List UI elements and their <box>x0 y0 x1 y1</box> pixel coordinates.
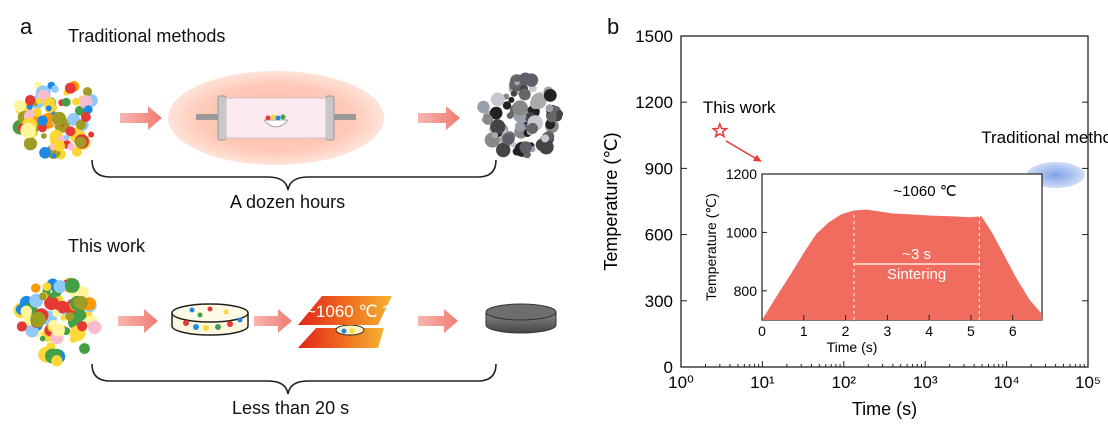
y-tick-label: 300 <box>645 292 673 311</box>
joule-heating-plates-icon <box>298 296 392 348</box>
x-tick-label: 10⁵ <box>1075 373 1101 392</box>
pointer-arrow <box>725 140 761 162</box>
sintering-temperature-label: ~1060 ℃ 3 s <box>306 302 405 321</box>
inset-x-tick-label: 6 <box>1009 323 1017 339</box>
x-tick-label: 10³ <box>913 373 938 392</box>
inset-x-tick-label: 4 <box>925 323 933 339</box>
x-tick-label: 10¹ <box>750 373 775 392</box>
y-tick-label: 0 <box>664 358 673 377</box>
inset-x-tick-label: 3 <box>883 323 891 339</box>
span-duration-label: ~3 s <box>902 246 931 263</box>
duration-brace <box>91 159 497 191</box>
process-arrow-icon <box>418 309 458 333</box>
process-arrow-icon <box>120 106 162 130</box>
tube-furnace-icon <box>168 71 384 165</box>
powder-mixture-icon <box>13 277 102 367</box>
pressed-pellet-icon <box>171 303 249 336</box>
inset-temperature-area <box>762 209 1042 320</box>
duration-brace <box>91 363 497 395</box>
inset-y-tick-label: 800 <box>734 283 758 299</box>
panel-a-letter: a <box>20 14 33 39</box>
span-sublabel: Sintering <box>887 266 946 283</box>
sintered-microstructure-icon <box>476 72 564 162</box>
pointer-arrow-head <box>752 154 762 162</box>
x-tick-label: 10⁴ <box>993 373 1019 392</box>
inset-x-tick-label: 5 <box>967 323 975 339</box>
this-work-star-marker <box>711 121 729 139</box>
traditional-methods-title: Traditional methods <box>68 26 226 46</box>
process-diagram <box>12 71 564 395</box>
this-work-title: This work <box>68 236 146 256</box>
inset-x-tick-label: 0 <box>758 323 766 339</box>
process-arrow-icon <box>118 309 158 333</box>
inset-y-tick-label: 1000 <box>726 224 757 240</box>
process-arrow-icon <box>418 106 460 130</box>
inset-x-tick-label: 2 <box>842 323 850 339</box>
y-tick-label: 600 <box>645 226 673 245</box>
inset-x-tick-label: 1 <box>800 323 808 339</box>
powder-mixture-icon <box>12 73 102 161</box>
process-arrow-icon <box>254 309 292 333</box>
inset-y-tick-label: 1200 <box>726 166 757 182</box>
inset-y-axis-label: Temperature (℃) <box>703 193 719 301</box>
this-work-annotation: This work <box>703 98 776 117</box>
inset-x-axis-label: Time (s) <box>827 339 878 355</box>
x-tick-label: 10² <box>832 373 857 392</box>
y-axis-label: Temperature (℃) <box>601 132 621 270</box>
y-tick-label: 1500 <box>635 27 673 46</box>
x-axis-label: Time (s) <box>852 399 917 419</box>
x-tick-label: 10⁰ <box>668 373 694 392</box>
traditional-duration-label: A dozen hours <box>230 192 346 212</box>
peak-temperature-label: ~1060 ℃ <box>893 183 956 200</box>
y-tick-label: 1200 <box>635 93 673 112</box>
traditional-annotation: Traditional methods <box>981 128 1108 147</box>
y-tick-label: 900 <box>645 159 673 178</box>
sintered-pellet-icon <box>485 303 557 334</box>
this-work-duration-label: Less than 20 s <box>232 398 350 418</box>
panel-b-letter: b <box>607 14 620 39</box>
